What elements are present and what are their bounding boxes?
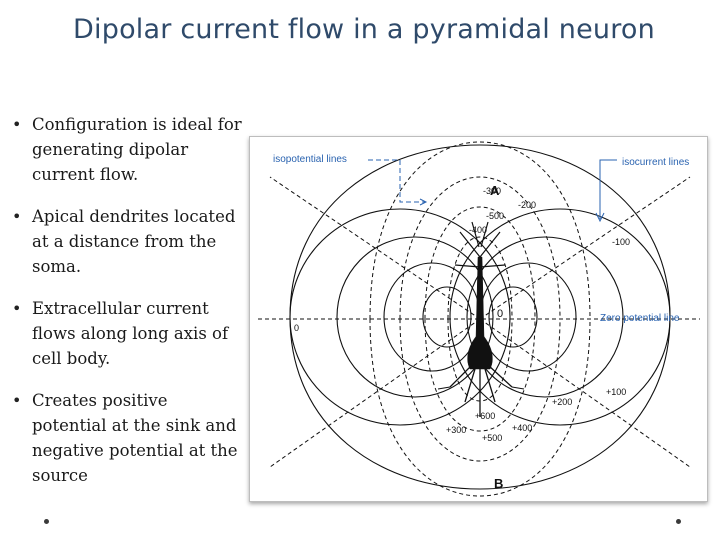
radial-line — [479, 176, 691, 320]
potential-label: -300 — [483, 186, 502, 196]
footer-dot — [676, 519, 681, 524]
radial-line — [269, 176, 481, 320]
point-label-b: B — [494, 476, 504, 491]
bullet-item: • Creates positive potential at the sink… — [12, 388, 244, 488]
potential-label: -100 — [612, 237, 631, 247]
isopotential-curve — [399, 176, 561, 320]
isocurrent-callout-arrow — [595, 212, 605, 223]
isocurrent-callout: isocurrent lines — [622, 157, 690, 168]
isopotential-curve — [399, 318, 561, 462]
isocurrent-lines — [289, 144, 671, 490]
isocurrent-loop — [336, 236, 494, 398]
bullet-item: • Configuration is ideal for generating … — [12, 112, 244, 187]
point-label-a: A — [490, 183, 500, 198]
zero-label: 0 — [497, 308, 504, 320]
isocurrent-outer — [289, 316, 481, 490]
isopotential-curve — [424, 318, 536, 432]
bullet-marker: • — [12, 207, 22, 226]
isopotential-curve — [424, 206, 536, 320]
bullet-list: • Configuration is ideal for generating … — [12, 112, 244, 505]
isopotential-callout: isopotential lines — [273, 154, 347, 165]
potential-label: +100 — [606, 387, 627, 397]
bullet-text: Extracellular current flows along long a… — [32, 299, 229, 368]
zero-potential-callout: Zero potential line — [600, 313, 680, 324]
bullet-text: Creates positive potential at the sink a… — [32, 391, 238, 485]
radial-line — [479, 318, 691, 468]
potential-label: +600 — [475, 411, 496, 421]
isocurrent-outer — [289, 144, 481, 318]
potential-label: -500 — [486, 211, 505, 221]
isocurrent-callout-line — [599, 159, 617, 219]
pyramidal-neuron — [437, 221, 525, 417]
footer-dot — [44, 519, 49, 524]
bullet-marker: • — [12, 391, 22, 410]
isocurrent-outer — [479, 144, 671, 318]
isopotential-curve — [369, 318, 591, 497]
bullet-marker: • — [12, 115, 22, 134]
radial-line — [269, 318, 481, 468]
dipole-field-figure: -300 -500 -400 -200 -100 +300 +500 +600 … — [249, 136, 708, 502]
potential-label: +200 — [552, 397, 573, 407]
bullet-marker: • — [12, 299, 22, 318]
potential-label: -200 — [518, 200, 537, 210]
isopotential-lines — [258, 141, 700, 497]
bullet-text: Configuration is ideal for generating di… — [32, 115, 242, 184]
potential-label: +400 — [512, 423, 533, 433]
isocurrent-loop — [422, 286, 472, 348]
isopotential-curve — [369, 141, 591, 320]
isocurrent-outer — [479, 316, 671, 490]
potential-label: -400 — [469, 225, 488, 235]
bullet-text: Apical dendrites located at a distance f… — [32, 207, 236, 276]
potential-label: +300 — [446, 425, 467, 435]
callout-lines — [368, 159, 617, 223]
isopotential-callout-arrow — [419, 198, 428, 206]
potential-label: +500 — [482, 433, 503, 443]
isopotential-callout-line — [368, 159, 425, 203]
bullet-item: • Extracellular current flows along long… — [12, 296, 244, 371]
slide-title: Dipolar current flow in a pyramidal neur… — [73, 14, 655, 45]
isocurrent-loop — [479, 262, 577, 372]
bullet-item: • Apical dendrites located at a distance… — [12, 204, 244, 279]
zero-label: 0 — [294, 323, 300, 333]
field-diagram — [258, 141, 700, 497]
isocurrent-loop — [466, 236, 624, 398]
isocurrent-loop — [383, 262, 481, 372]
isocurrent-loop — [488, 286, 538, 348]
isopotential-curve — [447, 236, 513, 320]
